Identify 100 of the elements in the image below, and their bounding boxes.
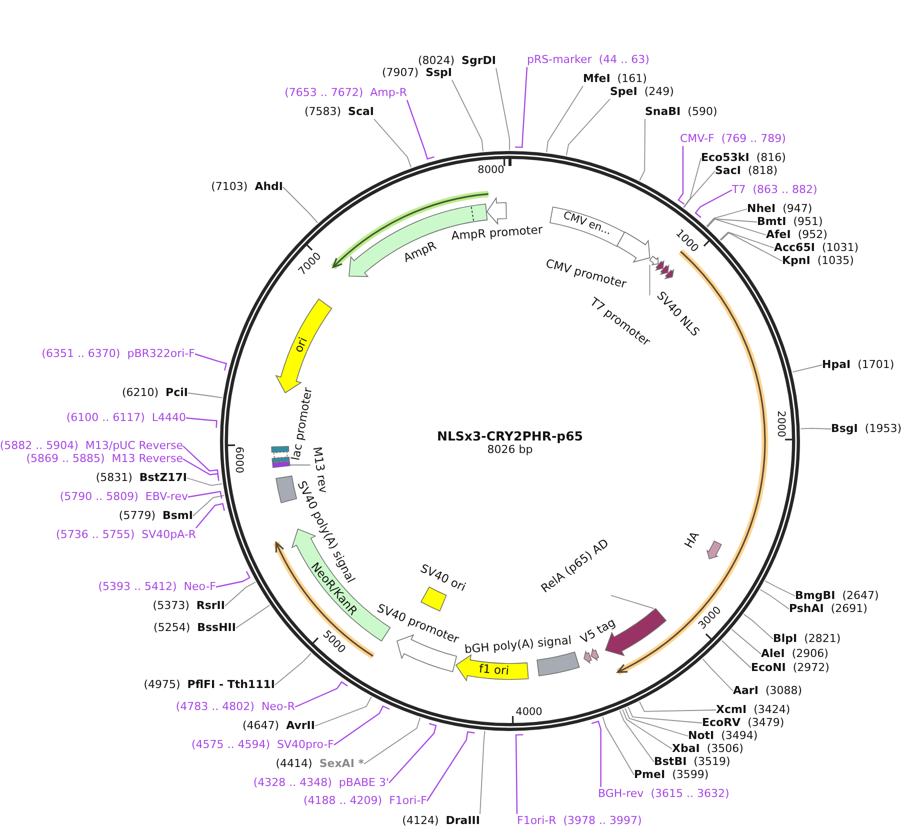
feature-block	[649, 256, 659, 266]
enzyme-name: EcoNI	[751, 661, 786, 675]
leader-line	[743, 614, 774, 640]
cut-position: (5779)	[118, 509, 156, 523]
primer-name: M13/pUC Reverse	[85, 439, 183, 453]
leader-line	[334, 705, 390, 746]
enzyme-name: PshAI	[789, 602, 824, 616]
cut-position: (5254)	[154, 621, 190, 635]
leader-line	[624, 708, 688, 736]
enzyme-name: BsgI	[831, 422, 858, 436]
feature-label: CMV promoter	[544, 256, 628, 291]
enzyme-name: Acc65I	[774, 241, 815, 255]
enzyme-name: PmeI	[634, 768, 666, 782]
primer-range: (44 .. 63)	[598, 53, 650, 67]
leader-line	[294, 681, 348, 708]
cut-position: (3494)	[721, 729, 758, 743]
primer-name: Neo-R	[261, 700, 295, 714]
enzyme-name: BstZ17I	[139, 471, 187, 485]
enzyme-name: MfeI	[583, 72, 610, 86]
cut-position: (947)	[782, 202, 812, 216]
leader-line	[591, 720, 602, 787]
enzyme-name: BmtI	[757, 215, 786, 229]
primer-range: (3978 .. 3997)	[563, 814, 642, 828]
leader-line	[480, 730, 486, 814]
primer-range: (3615 .. 3632)	[650, 787, 730, 801]
primer-name: F1ori-F	[389, 794, 427, 808]
leader-line	[706, 218, 766, 236]
primer-name: M13 Reverse	[112, 452, 183, 466]
cut-position: (816)	[756, 151, 786, 165]
cut-position: (1953)	[864, 422, 902, 436]
leader-line	[678, 146, 685, 205]
cut-position: (3519)	[694, 755, 730, 769]
leader-line	[216, 570, 250, 588]
enzyme-name: SgrDI	[462, 54, 496, 68]
leader-line	[186, 478, 223, 486]
cut-position: (818)	[748, 164, 778, 178]
leader-line	[764, 580, 796, 596]
enzyme-name: AvrII	[286, 719, 315, 733]
leader-line	[282, 186, 318, 224]
enzyme-name: BmgBI	[795, 589, 836, 603]
leader-line	[224, 582, 256, 606]
leader-line	[515, 66, 528, 148]
feature-label: ori	[292, 336, 310, 354]
cut-position: (3506)	[706, 742, 744, 756]
plasmid-name: NLSx3-CRY2PHR-p65	[436, 428, 584, 444]
leader-line	[683, 158, 702, 208]
leader-line	[406, 100, 434, 160]
enzyme-name: SexAI *	[319, 757, 364, 771]
leader-line	[496, 68, 510, 150]
cut-position: (5373)	[152, 599, 190, 613]
primer-range: (4783 .. 4802)	[176, 700, 254, 714]
enzyme-name: PflFI - Tth111I	[187, 678, 275, 692]
enzyme-name: DraIII	[446, 814, 480, 828]
leader-line	[364, 717, 421, 764]
leader-line	[602, 716, 634, 776]
leader-line	[182, 446, 219, 478]
leader-line	[610, 594, 654, 609]
enzyme-name: SnaBI	[645, 105, 681, 119]
enzyme-name: NotI	[688, 729, 714, 743]
feature-label: HA	[682, 530, 702, 550]
enzyme-name: AhdI	[254, 180, 283, 194]
cut-position: (4414)	[276, 757, 312, 771]
enzyme-name: BssHII	[197, 621, 236, 635]
leader-line	[792, 364, 822, 373]
leader-line	[236, 604, 270, 628]
feature-bar	[271, 446, 290, 453]
primer-range: (6351 .. 6370)	[42, 347, 120, 361]
primer-name: SV40pro-F	[277, 738, 334, 752]
primer-name: Neo-F	[184, 580, 216, 594]
leader-line	[760, 589, 790, 610]
leader-line	[721, 640, 752, 668]
enzyme-name: ScaI	[348, 105, 374, 119]
cut-position: (3424)	[754, 703, 790, 717]
enzyme-name: BsmI	[162, 509, 193, 523]
enzyme-name: BlpI	[773, 632, 798, 646]
enzyme-name: AleI	[761, 647, 785, 661]
primer-range: (7653 .. 7672)	[284, 86, 364, 100]
cut-position: (1031)	[822, 241, 859, 255]
enzyme-name: SpeI	[610, 85, 638, 99]
cut-position: (2647)	[842, 589, 879, 603]
cut-position: (6210)	[122, 386, 159, 400]
enzyme-name: EcoRV	[702, 716, 741, 730]
primer-range: (4575 .. 4594)	[191, 738, 270, 752]
primer-name: T7	[732, 183, 746, 197]
leader-line	[426, 731, 475, 802]
primer-range: (4328 .. 4348)	[253, 776, 332, 790]
leader-line	[683, 170, 716, 208]
primer-range: (5790 .. 5809)	[60, 490, 138, 504]
cut-position: (7583)	[304, 105, 342, 119]
leader-line	[196, 502, 225, 528]
feature-label: f1 ori	[478, 662, 510, 678]
feature-label: AmpR promoter	[450, 223, 544, 243]
primer-range: (5736 .. 5755)	[56, 528, 135, 542]
feature-label: CMV en...	[561, 210, 612, 238]
leader-line	[452, 80, 484, 152]
tick-label: 2000	[775, 410, 787, 438]
leader-line	[619, 710, 654, 762]
cut-position: (2691)	[830, 602, 868, 616]
primer-name: pBR322ori-F	[127, 347, 195, 361]
enzyme-name: PciI	[166, 386, 188, 400]
